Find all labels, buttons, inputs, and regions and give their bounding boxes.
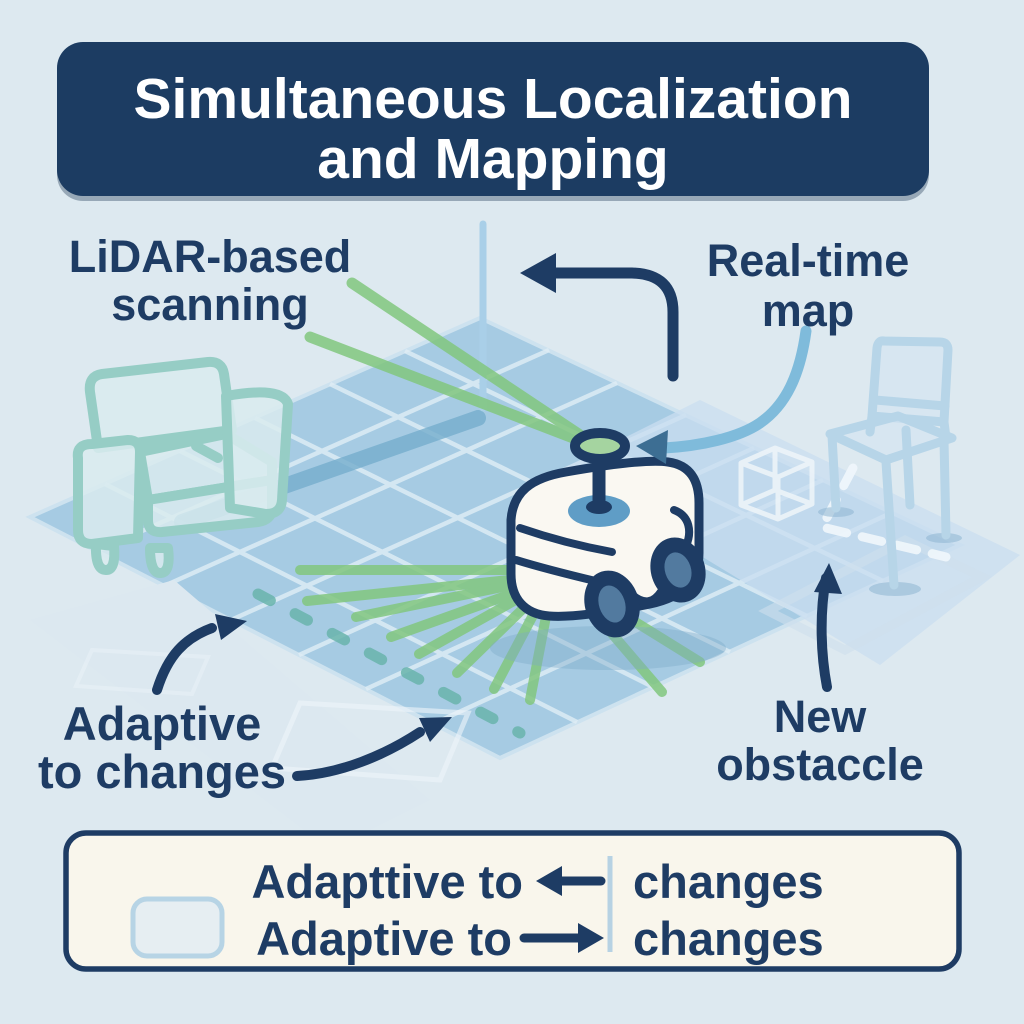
legend-box bbox=[63, 830, 962, 972]
page-title-line2: and Mapping bbox=[317, 127, 668, 191]
floor-unmapped-wedge bbox=[30, 580, 430, 850]
labels: LiDAR-based scanning Real-time map Adapt… bbox=[38, 231, 924, 798]
map-link-arrow-icon bbox=[636, 325, 812, 464]
annotation-arrows bbox=[152, 253, 842, 781]
lidar-sensor-ring-icon bbox=[570, 428, 630, 464]
sofa-icon bbox=[72, 356, 293, 578]
sofa-seam bbox=[191, 441, 223, 463]
robot-path-dots bbox=[252, 588, 526, 739]
title-banner-box bbox=[57, 42, 929, 196]
legend-row2-label: Adaptive to bbox=[256, 912, 512, 965]
robot-shadow bbox=[490, 626, 726, 670]
label-lidar-line1: LiDAR-based bbox=[69, 231, 352, 282]
chair-post bbox=[865, 411, 877, 437]
lidar-beam bbox=[304, 331, 600, 452]
label-realtime-line1: Real-time bbox=[707, 235, 910, 286]
label-realtime-line2: map bbox=[762, 285, 855, 336]
robot-wheel-rear bbox=[650, 537, 706, 603]
sofa-arm-left bbox=[72, 435, 145, 549]
lidar-beam bbox=[346, 277, 598, 449]
sofa-leg bbox=[145, 543, 174, 578]
curved-arrow-icon bbox=[520, 253, 679, 382]
legend-swatch bbox=[130, 896, 225, 959]
title-banner: Simultaneous Localization and Mapping bbox=[57, 42, 929, 201]
curved-arrow-icon bbox=[292, 717, 452, 781]
sofa-backrest bbox=[84, 356, 237, 453]
chair-back-rung bbox=[870, 395, 950, 411]
wireframe-box-icon bbox=[738, 445, 815, 522]
chair-leg bbox=[827, 431, 841, 513]
sofa-leg bbox=[90, 539, 120, 575]
chair-leg bbox=[881, 457, 899, 590]
robot-wheel-front bbox=[584, 570, 640, 638]
chair-leg bbox=[901, 425, 915, 510]
label-adaptive-line1: Adaptive bbox=[63, 697, 262, 750]
chair-leg bbox=[939, 435, 951, 540]
label-obstacle-line1: New bbox=[774, 691, 868, 742]
legend-left-arrow-icon bbox=[536, 866, 606, 896]
legend-row2-value: changes bbox=[633, 912, 824, 965]
page-title-line1: Simultaneous Localization bbox=[134, 67, 853, 131]
legend-right-arrow-icon bbox=[519, 923, 604, 953]
chair-backrest bbox=[867, 336, 953, 427]
robot-vacuum-icon bbox=[490, 428, 726, 670]
ghost-tile-outline-right bbox=[758, 534, 992, 656]
chair-icon bbox=[818, 336, 962, 596]
new-obstacle-boundary-dashes bbox=[815, 463, 951, 562]
label-obstacle-line2: obstaccle bbox=[716, 739, 924, 790]
label-adaptive-line2: to changes bbox=[38, 745, 286, 798]
sofa-arm-right bbox=[221, 387, 293, 519]
legend: Adapttive to changes Adaptive to changes bbox=[63, 830, 962, 972]
label-lidar-line2: scanning bbox=[111, 279, 309, 330]
legend-row1-label: Adapttive to bbox=[251, 855, 523, 908]
robot-body-line bbox=[516, 524, 616, 556]
lidar-mast-base bbox=[586, 500, 612, 514]
curved-arrow-icon bbox=[152, 614, 247, 695]
up-arrow-icon bbox=[814, 563, 842, 692]
chair-post bbox=[939, 417, 951, 443]
legend-row1-value: changes bbox=[633, 855, 824, 908]
